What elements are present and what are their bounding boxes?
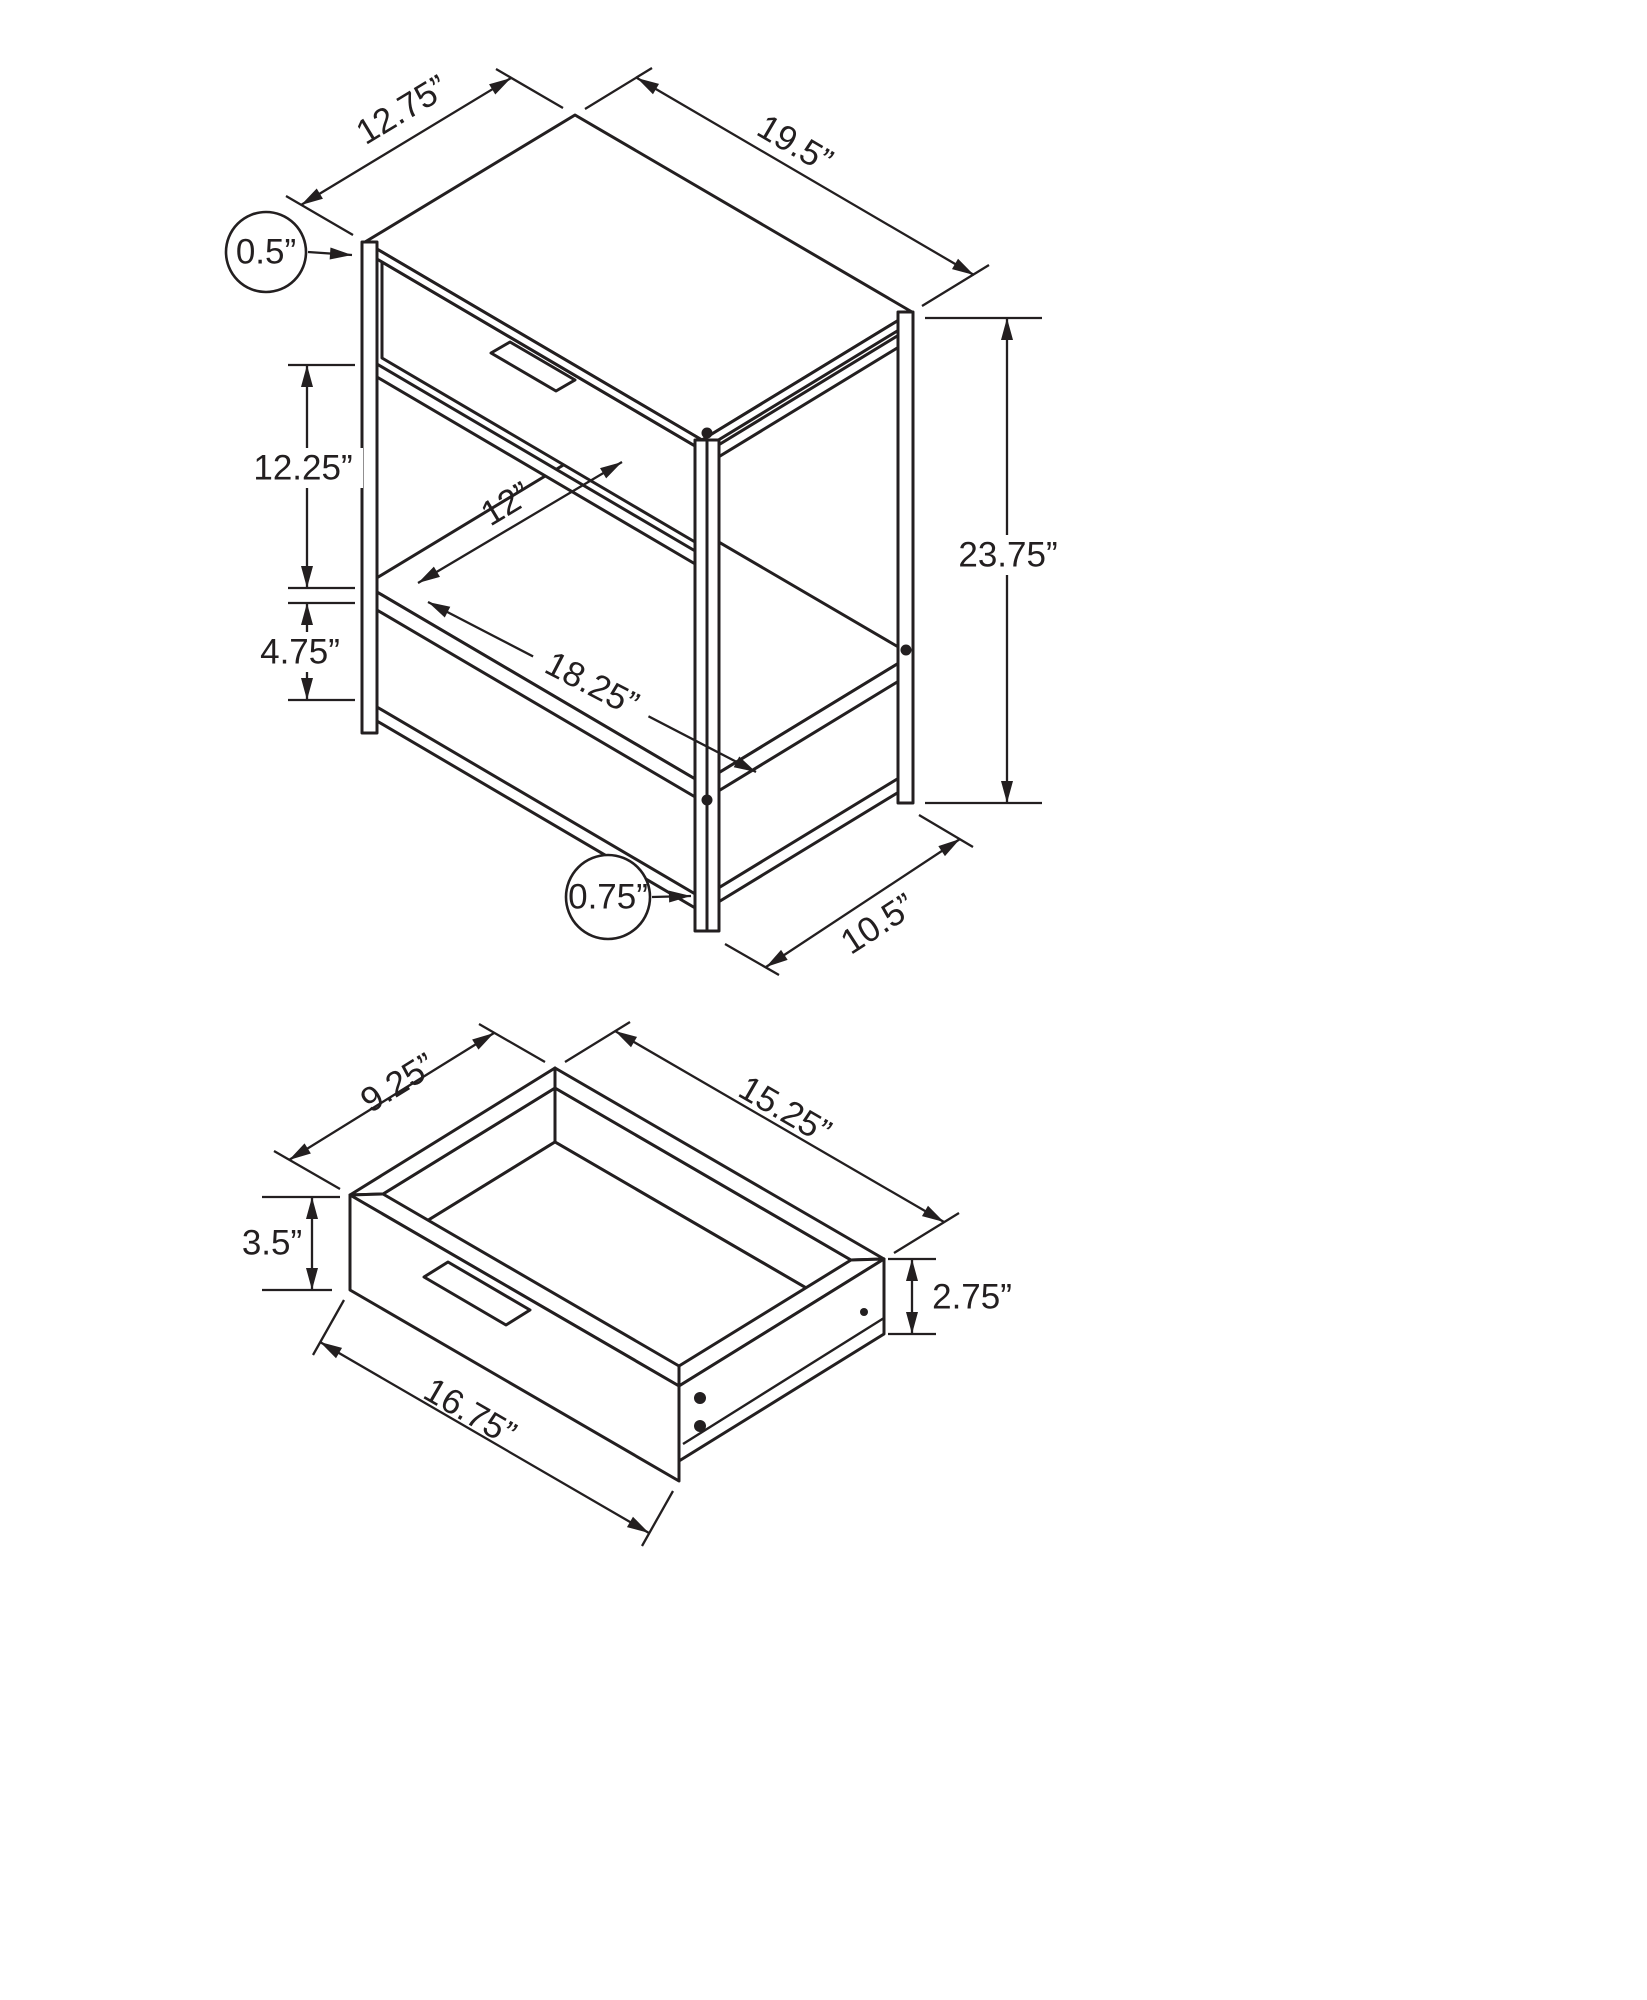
dim-drawer-side-height-label: 2.75” <box>932 1278 1012 1317</box>
dim-drawer-front-height-label: 3.5” <box>242 1224 302 1263</box>
dim-overall-height: 23.75” <box>925 316 1072 805</box>
frame-thickness-callout-circle <box>224 210 308 294</box>
dim-frame-thickness: 0.5” <box>224 210 353 294</box>
table-figure: 12.75” 19.5” 0.5” 12.25” 4.75” <box>224 67 1072 976</box>
table-top <box>363 113 914 452</box>
tube-size-callout-circle <box>564 853 652 941</box>
dim-shelf-to-rail-label: 4.75” <box>260 633 340 672</box>
drawer-screw-3 <box>860 1308 868 1316</box>
dim-frame-thickness-label: 0.5” <box>236 233 296 272</box>
table-screws <box>701 427 912 806</box>
drawer-screw-1 <box>694 1392 706 1404</box>
dim-base-depth: 10.5” <box>724 814 974 976</box>
dim-tube-size-label: 0.75” <box>568 878 648 917</box>
dim-shelf-to-rail: 4.75” <box>253 601 355 702</box>
drawer-screw-2 <box>694 1420 706 1432</box>
dim-drawer-front-height: 3.5” <box>242 1195 340 1292</box>
dim-top-depth-label: 12.75” <box>349 68 454 153</box>
dim-drawer-to-shelf: 12.25” <box>243 363 363 590</box>
drawer-handle-notch <box>489 340 577 393</box>
right-leg <box>896 310 915 805</box>
dim-drawer-inner-length-label: 15.25” <box>732 1068 837 1152</box>
left-leg <box>360 240 379 735</box>
dim-tube-size: 0.75” <box>564 853 692 941</box>
dim-drawer-side-height: 2.75” <box>888 1257 1012 1336</box>
dim-base-depth-label: 10.5” <box>834 886 922 962</box>
dim-drawer-to-shelf-label: 12.25” <box>253 449 352 488</box>
drawer-front-handle-notch <box>422 1260 532 1327</box>
dim-drawer-inner-depth-label: 9.25” <box>354 1045 442 1120</box>
dim-overall-height-label: 23.75” <box>958 536 1057 575</box>
drawer-slide-rail-line <box>682 1316 885 1446</box>
drawer-figure: 9.25” 15.25” 3.5” 2.75” 16.75” <box>242 1021 1012 1547</box>
